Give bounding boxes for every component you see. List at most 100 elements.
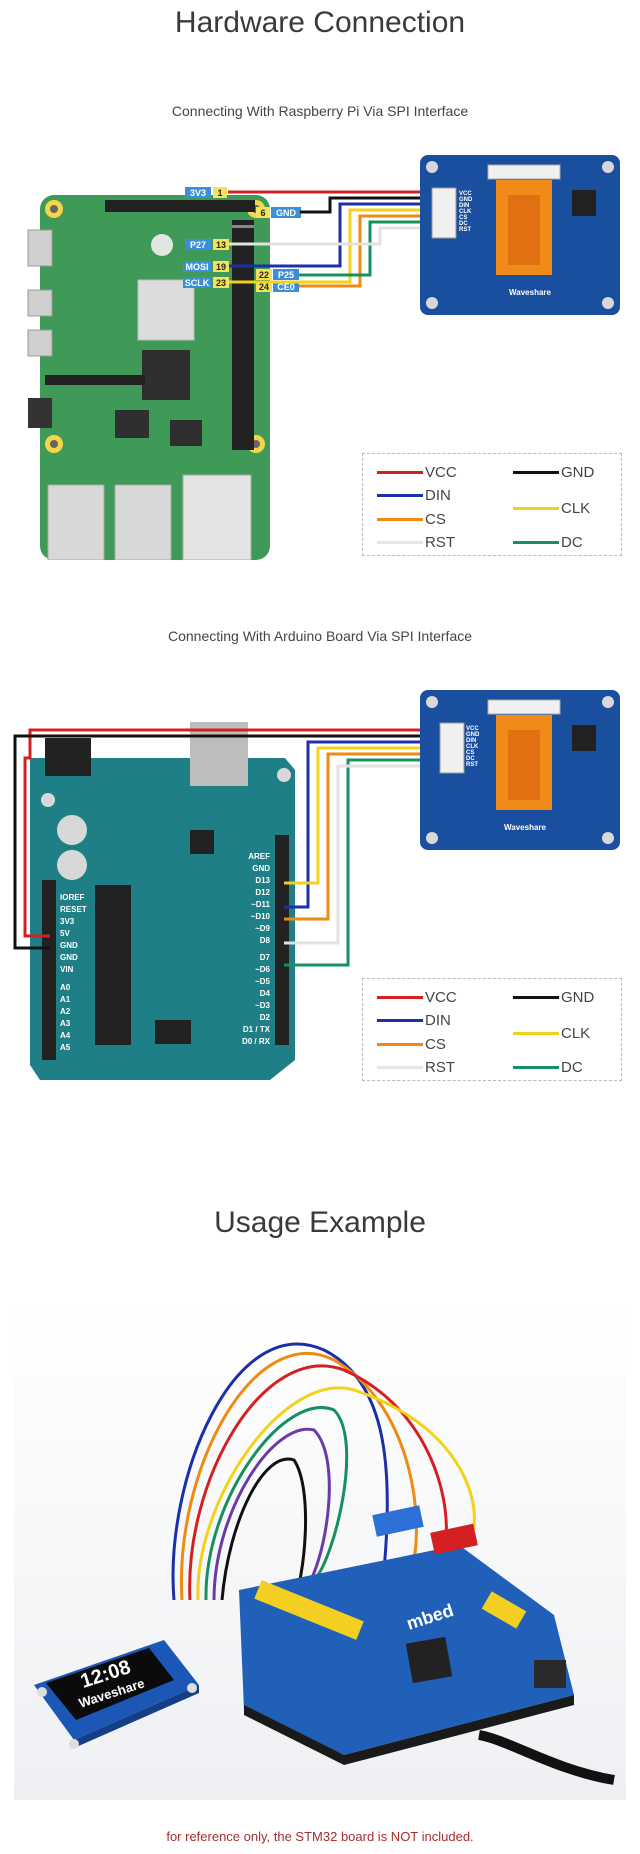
- module-pin-gnd: GND: [459, 197, 473, 203]
- module-pin-clk: CLK: [459, 209, 472, 215]
- module-pin-cs: CS: [459, 215, 467, 221]
- arduino-pin-gnd2: GND: [60, 953, 78, 962]
- wire-din: [229, 202, 430, 268]
- arduino-pin-labels: AREF GND D13 D12 ~D11 ~D10 ~D9 D8 D7 ~D6…: [60, 852, 271, 1052]
- arduino-pin-reset: RESET: [60, 905, 87, 914]
- arduino-pin-d12: D12: [255, 888, 270, 897]
- rpi-pin-19: 19: [216, 262, 226, 272]
- legend-cs: CS: [425, 510, 446, 528]
- arduino-pin-d6: ~D6: [255, 965, 270, 974]
- rpi-pin-p27: P27: [190, 240, 206, 250]
- legend-vcc: VCC: [425, 463, 457, 481]
- legend-rst: RST: [425, 1058, 455, 1076]
- arduino-pin-a5: A5: [60, 1043, 71, 1052]
- legend-vcc: VCC: [425, 988, 457, 1006]
- arduino-pin-d9: ~D9: [255, 924, 270, 933]
- legend-clk: CLK: [561, 1024, 591, 1042]
- rpi-diagram: 3V3 1 6 GND P27 13 MOSI 19 SCLK 23 22 P2…: [27, 155, 620, 560]
- module-pin-dc: DC: [466, 756, 475, 762]
- page-title: Hardware Connection: [174, 6, 466, 39]
- arduino-pin-3v3: 3V3: [60, 917, 75, 926]
- module-pin-vcc: VCC: [466, 726, 479, 732]
- rpi-pin-22: 22: [259, 270, 269, 280]
- rpi-pin-24: 24: [259, 282, 269, 292]
- module-pin-clk: CLK: [466, 744, 479, 750]
- rpi-pin-p25: P25: [278, 270, 294, 280]
- wire-cs: [284, 752, 445, 921]
- arduino-pin-gnd1: GND: [60, 941, 78, 950]
- arduino-legend: VCC GND DIN CLK CS RST DC: [362, 978, 622, 1081]
- rpi-pin-13: 13: [216, 240, 226, 250]
- rpi-pin-mosi: MOSI: [185, 262, 208, 272]
- legend-rst: RST: [425, 533, 455, 551]
- usage-title: Usage Example: [214, 1206, 426, 1239]
- module-pin-din: DIN: [466, 738, 476, 744]
- wire-vcc: [23, 728, 445, 938]
- arduino-pin-d7: D7: [260, 953, 271, 962]
- arduino-pin-vin: VIN: [60, 965, 74, 974]
- stm32-board: mbed: [239, 1505, 615, 1785]
- legend-din: DIN: [425, 1011, 451, 1029]
- arduino-pin-d13: D13: [255, 876, 270, 885]
- wire-rst: [229, 226, 430, 246]
- rpi-pin-23: 23: [216, 278, 226, 288]
- legend-gnd: GND: [561, 988, 595, 1006]
- rpi-pin-1: 1: [217, 188, 222, 198]
- module-pin-din: DIN: [459, 203, 469, 209]
- arduino-board: [30, 722, 295, 1080]
- legend-dc: DC: [561, 1058, 583, 1076]
- arduino-pin-d4: D4: [260, 989, 271, 998]
- legend-cs: CS: [425, 1035, 446, 1053]
- wire-gnd: [13, 734, 445, 950]
- display-module: Waveshare VCC GND DIN CLK CS DC RST: [420, 155, 620, 315]
- rpi-pin-3v3: 3V3: [190, 188, 206, 198]
- rpi-subtitle: Connecting With Raspberry Pi Via SPI Int…: [171, 103, 469, 119]
- wire-din: [284, 740, 445, 909]
- wire-dc: [299, 220, 430, 277]
- arduino-pin-d3: ~D3: [255, 1001, 270, 1010]
- wire-gnd: [300, 196, 430, 214]
- arduino-pin-gnd: GND: [252, 864, 270, 873]
- wire-cs: [299, 214, 430, 288]
- rpi-wires: [228, 190, 430, 288]
- arduino-pin-a0: A0: [60, 983, 71, 992]
- legend-din: DIN: [425, 486, 451, 504]
- legend-dc: DC: [561, 533, 583, 551]
- arduino-pin-a1: A1: [60, 995, 71, 1004]
- arduino-pin-d5: ~D5: [255, 977, 270, 986]
- legend-clk: CLK: [561, 499, 591, 517]
- arduino-pin-d0: D0 / RX: [242, 1037, 271, 1046]
- arduino-pin-ioref: IOREF: [60, 893, 85, 902]
- wire-clk: [284, 746, 445, 885]
- usage-caption: for reference only, the STM32 board is N…: [166, 1829, 474, 1844]
- arduino-wires: [13, 728, 445, 967]
- module-pin-gnd: GND: [466, 732, 480, 738]
- wire-rst: [284, 764, 445, 945]
- arduino-pin-d1: D1 / TX: [243, 1025, 271, 1034]
- module-pin-rst: RST: [459, 227, 471, 233]
- rpi-pin-6: 6: [260, 208, 265, 218]
- display-module-arduino: Waveshare VCC GND DIN CLK CS DC RST: [420, 690, 620, 850]
- arduino-pin-d2: D2: [260, 1013, 271, 1022]
- rpi-legend: VCC GND DIN CLK CS RST DC: [362, 453, 622, 556]
- arduino-pin-a2: A2: [60, 1007, 71, 1016]
- arduino-pin-d8: D8: [260, 936, 271, 945]
- arduino-subtitle: Connecting With Arduino Board Via SPI In…: [167, 628, 473, 644]
- usage-photo: mbed 12:08 Waveshare: [14, 1300, 626, 1800]
- arduino-pin-aref: AREF: [248, 852, 270, 861]
- module-pin-vcc: VCC: [459, 191, 472, 197]
- module-pin-dc: DC: [459, 221, 468, 227]
- module-pin-cs: CS: [466, 750, 474, 756]
- arduino-pin-5v: 5V: [60, 929, 70, 938]
- module-brand: Waveshare: [504, 823, 547, 832]
- rpi-pin-ce0: CE0: [277, 282, 295, 292]
- module-brand: Waveshare: [509, 288, 552, 297]
- arduino-diagram: AREF GND D13 D12 ~D11 ~D10 ~D9 D8 D7 ~D6…: [13, 690, 620, 1080]
- wire-dc: [284, 758, 445, 967]
- arduino-pin-d11: ~D11: [251, 900, 270, 909]
- arduino-pin-a3: A3: [60, 1019, 71, 1028]
- legend-gnd: GND: [561, 463, 595, 481]
- rpi-pin-sclk: SCLK: [185, 278, 210, 288]
- rpi-pin-labels: 3V3 1 6 GND P27 13 MOSI 19 SCLK 23 22 P2…: [183, 187, 301, 292]
- module-pin-rst: RST: [466, 762, 478, 768]
